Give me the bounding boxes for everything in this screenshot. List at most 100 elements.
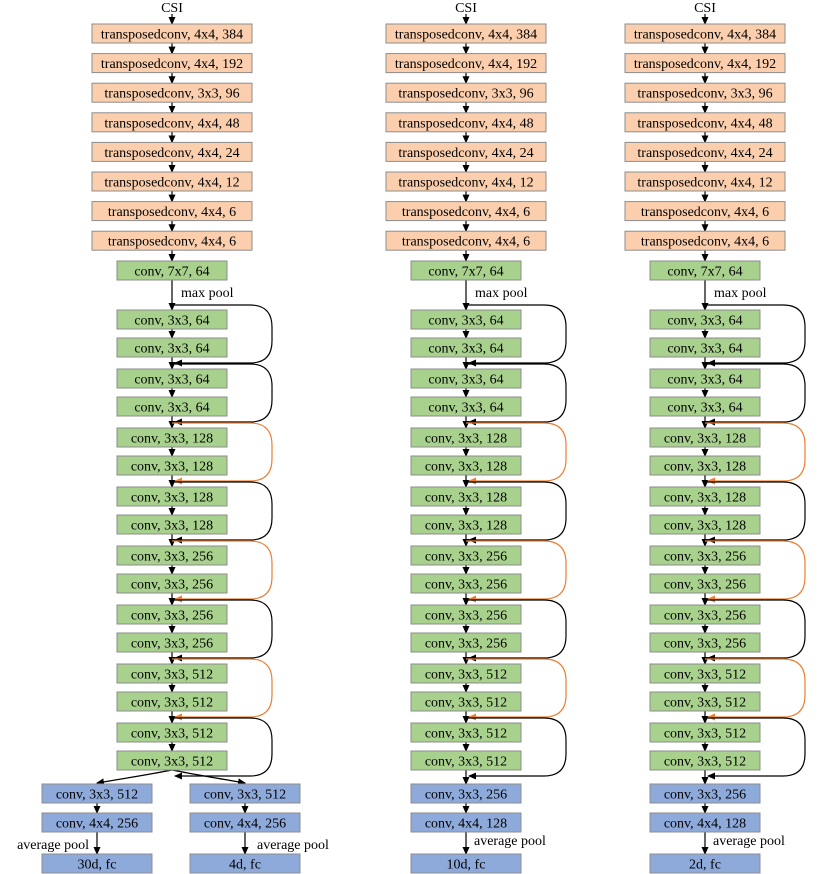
- col3-block3-conv-b-rect: [649, 455, 761, 476]
- col3-head-conv-a-rect: [649, 783, 761, 804]
- col2-transposedconv-8: transposedconv, 4x4, 6: [385, 230, 547, 251]
- col1-block7-conv-b-rect: [116, 691, 228, 712]
- col3-block8-conv-a-label: conv, 3x3, 512: [664, 727, 746, 742]
- col1-stem-conv-rect: [116, 260, 228, 281]
- col2-transposedconv-5-label: transposedconv, 4x4, 24: [398, 146, 533, 161]
- col1-block2-conv-b-rect: [116, 396, 228, 417]
- col1-block4-conv-b: conv, 3x3, 128: [116, 514, 228, 535]
- col3-block7-conv-a-label: conv, 3x3, 512: [664, 668, 746, 683]
- col3-block6-conv-b: conv, 3x3, 256: [649, 632, 761, 653]
- col3-block2-conv-a-rect: [649, 368, 761, 389]
- col1-transposedconv-1-rect: [91, 23, 253, 44]
- col1-block1-conv-a-label: conv, 3x3, 64: [134, 314, 209, 329]
- col3-head-conv-b-rect: [649, 812, 761, 833]
- col2-block7-conv-b-label: conv, 3x3, 512: [425, 696, 507, 711]
- col1-head2-conv-b-rect: [189, 812, 301, 833]
- col3-head-fc-label: 2d, fc: [689, 858, 721, 873]
- col2-head-fc-rect: [410, 853, 522, 874]
- col2-block1-conv-a-label: conv, 3x3, 64: [428, 314, 503, 329]
- col3-head-fc-rect: [649, 853, 761, 874]
- col3-block6-conv-b-rect: [649, 632, 761, 653]
- col3-block5-conv-b-rect: [649, 573, 761, 594]
- col3-skip-6: [705, 599, 806, 662]
- col1-block5-conv-a-rect: [116, 545, 228, 566]
- col2-block7-conv-b: conv, 3x3, 512: [410, 691, 522, 712]
- col2-skip-8: [466, 717, 567, 780]
- col1-transposedconv-6-label: transposedconv, 4x4, 12: [104, 176, 239, 191]
- col1-block3-conv-b-rect: [116, 455, 228, 476]
- col2-block8-conv-a-label: conv, 3x3, 512: [425, 727, 507, 742]
- col3-transposedconv-5: transposedconv, 4x4, 24: [624, 141, 786, 162]
- col1-block4-conv-a: conv, 3x3, 128: [116, 486, 228, 507]
- col1-block2-conv-b-label: conv, 3x3, 64: [134, 401, 209, 416]
- col1-transposedconv-7-rect: [91, 201, 253, 222]
- col3-block5-conv-b-label: conv, 3x3, 256: [664, 578, 746, 593]
- col1-transposedconv-4-rect: [91, 112, 253, 133]
- col1-transposedconv-4: transposedconv, 4x4, 48: [91, 112, 253, 133]
- col2-transposedconv-1: transposedconv, 4x4, 384: [385, 23, 547, 44]
- col3-block5-conv-a: conv, 3x3, 256: [649, 545, 761, 566]
- col3-block2-conv-b: conv, 3x3, 64: [649, 396, 761, 417]
- col3-block4-conv-a-label: conv, 3x3, 128: [664, 491, 746, 506]
- col2-head-fc: 10d, fc: [410, 853, 522, 874]
- col2-block6-conv-b: conv, 3x3, 256: [410, 632, 522, 653]
- col3-block3-conv-a-rect: [649, 427, 761, 448]
- col2-transposedconv-7-rect: [385, 201, 547, 222]
- col2-transposedconv-2-label: transposedconv, 4x4, 192: [395, 57, 537, 72]
- col1-block1-conv-b-label: conv, 3x3, 64: [134, 342, 209, 357]
- col3-transposedconv-6: transposedconv, 4x4, 12: [624, 171, 786, 192]
- col1-transposedconv-3-rect: [91, 82, 253, 103]
- col1-block6-conv-b-rect: [116, 632, 228, 653]
- col1-head1-conv-a: conv, 3x3, 512: [41, 783, 153, 804]
- col1-block7-conv-b-label: conv, 3x3, 512: [131, 696, 213, 711]
- col1-transposedconv-1: transposedconv, 4x4, 384: [91, 23, 253, 44]
- col3-transposedconv-6-label: transposedconv, 4x4, 12: [637, 176, 772, 191]
- col3-block4-conv-a-rect: [649, 486, 761, 507]
- col1-transposedconv-1-label: transposedconv, 4x4, 384: [101, 28, 243, 43]
- col3-transposedconv-1: transposedconv, 4x4, 384: [624, 23, 786, 44]
- col2-block5-conv-b-rect: [410, 573, 522, 594]
- col1-block7-conv-a-rect: [116, 663, 228, 684]
- col2-block8-conv-b-rect: [410, 750, 522, 771]
- col2-stem-conv: conv, 7x7, 64: [410, 260, 522, 281]
- col2-block6-conv-a-label: conv, 3x3, 256: [425, 609, 507, 624]
- col2-skip-5: [466, 540, 567, 603]
- col1-head1-fc-label: 30d, fc: [78, 858, 117, 873]
- col3-skip-7: [705, 658, 806, 721]
- col1-head1-conv-b: conv, 4x4, 256: [41, 812, 153, 833]
- col1-head2-conv-b: conv, 4x4, 256: [189, 812, 301, 833]
- col2-block5-conv-a: conv, 3x3, 256: [410, 545, 522, 566]
- col2-block4-conv-a-label: conv, 3x3, 128: [425, 491, 507, 506]
- col1-transposedconv-5-label: transposedconv, 4x4, 24: [104, 146, 239, 161]
- col1-skip-6: [172, 599, 273, 662]
- col3-transposedconv-3-rect: [624, 82, 786, 103]
- col1-transposedconv-3-label: transposedconv, 3x3, 96: [104, 87, 239, 102]
- col1-transposedconv-6-rect: [91, 171, 253, 192]
- col3-stem-conv-label: conv, 7x7, 64: [667, 265, 742, 280]
- col1-transposedconv-6: transposedconv, 4x4, 12: [91, 171, 253, 192]
- col3-transposedconv-8: transposedconv, 4x4, 6: [624, 230, 786, 251]
- col1-block5-conv-b-rect: [116, 573, 228, 594]
- col2-skip-4: [466, 481, 567, 544]
- col1-block2-conv-a: conv, 3x3, 64: [116, 368, 228, 389]
- col2-skip-2: [466, 363, 567, 426]
- col1-transposedconv-5-rect: [91, 141, 253, 162]
- col1-head1-conv-b-rect: [41, 812, 153, 833]
- col3-input-label: CSI: [694, 1, 716, 16]
- col3-transposedconv-3: transposedconv, 3x3, 96: [624, 82, 786, 103]
- col3-transposedconv-8-rect: [624, 230, 786, 251]
- col3-transposedconv-8-label: transposedconv, 4x4, 6: [641, 235, 769, 250]
- col2-transposedconv-3-label: transposedconv, 3x3, 96: [398, 87, 533, 102]
- col1-block6-conv-a-label: conv, 3x3, 256: [131, 609, 213, 624]
- col2-block4-conv-a: conv, 3x3, 128: [410, 486, 522, 507]
- col3-block6-conv-a-label: conv, 3x3, 256: [664, 609, 746, 624]
- col2-block7-conv-a-label: conv, 3x3, 512: [425, 668, 507, 683]
- col2-block4-conv-a-rect: [410, 486, 522, 507]
- col2-head-conv-b-rect: [410, 812, 522, 833]
- col1-skip-1: [172, 304, 273, 367]
- col1-stem-conv-label: conv, 7x7, 64: [134, 265, 209, 280]
- edges-layer: [93, 14, 806, 855]
- col3-block7-conv-b-rect: [649, 691, 761, 712]
- col2-block1-conv-b: conv, 3x3, 64: [410, 337, 522, 358]
- col2-block6-conv-b-rect: [410, 632, 522, 653]
